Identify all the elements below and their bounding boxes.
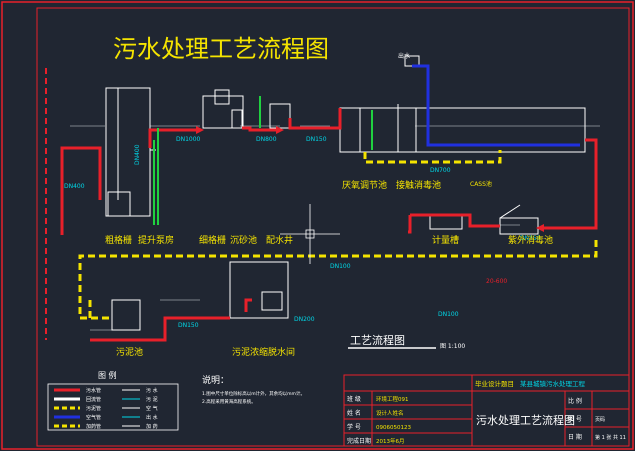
coarse-screen-structure [105,87,156,217]
subtitle: 工艺流程图 [350,333,405,347]
notes-line-2: 2.高程采用黄海高程系统。 [202,398,256,405]
legend-label: 污泥管 [86,405,101,412]
tb-right-value: 页码 [595,416,605,423]
air-pipeline [412,64,580,147]
green-connectors [153,96,373,225]
legend-label: 污水管 [86,387,101,394]
title-block: 毕业设计题目 某县城镇污水处理工程 污水处理工艺流程图 班 级 环境工程091 姓 … [343,374,630,447]
tb-left-key: 姓 名 [347,409,361,417]
unit-lift-pump: 提升泵房 [138,234,174,246]
legend-right-label: 污 水 [146,387,158,394]
unit-grit-chamber: 沉砂池 [230,234,257,246]
tb-right-key: 日 期 [568,433,582,441]
fine-screen-structure [202,89,291,129]
drawing-title: 污水处理工艺流程图 [113,35,329,63]
legend-label: 回流管 [86,396,101,403]
sludge-pipeline [78,150,598,320]
tb-left-value: 环境工程091 [376,395,409,403]
inner-frame [36,7,630,447]
legend-right-label: 空 气 [146,405,158,412]
tb-left-key: 学 号 [347,423,361,431]
pipe-label-dn400: DN400 [134,144,141,165]
sludge-structures [111,261,289,331]
unit-meter: 计量槽 [432,234,459,246]
legend-right-label: 出 水 [146,414,158,421]
unit-labels: 粗格栅 提升泵房 细格栅 沉砂池 配水井 厌氧调节池 接触消毒池 计量槽 紫外消… [105,179,553,358]
unit-contact: 接触消毒池 [396,179,441,191]
unit-sludge-thickener: 污泥池 [116,346,143,358]
pipe-label-out: 出水 [398,52,410,60]
annotation-20-600: 20-600 [486,278,507,285]
notes: 说明： 1.图中尺寸单位除标高以m计外，其余均以mm计。 2.高程采用黄海高程系… [202,374,305,405]
unit-uv: 紫外消毒池 [508,234,553,246]
pipe-label-dn100-a: DN100 [330,263,351,270]
project-name: 某县城镇污水处理工程 [520,379,586,388]
unit-coarse-screen: 粗格栅 [105,234,132,246]
pipe-label-dn200: DN200 [294,316,315,323]
pipe-label-dn150-c: DN150 [178,322,199,329]
tb-right-key: 图 号 [568,416,582,423]
legend-right-label: 加 药 [146,423,158,430]
unit-distribution: 配水井 [266,234,293,246]
legend-title: 图 例 [98,370,117,380]
legend-right-label: 污 泥 [146,396,158,403]
pipe-labels: DN400 DN1000 DN800 DN150 DN700 CASS池 DN1… [64,52,541,329]
scale-note: 图 1:100 [440,343,465,350]
pipe-label-dn150: DN150 [306,136,327,143]
cad-crosshair [280,204,340,264]
pipe-label-dn150-d: DN150 [520,235,541,242]
pipe-label-dn800: DN800 [256,136,277,143]
pipe-label-dn400-left: DN400 [64,183,85,190]
tb-right-key: 比 例 [568,397,582,405]
notes-line-1: 1.图中尺寸单位除标高以m计外，其余均以mm计。 [202,390,305,397]
notes-heading: 说明： [202,374,229,386]
sewage-arrows [196,126,544,232]
pipe-label-cass: CASS池 [470,180,492,188]
legend-label: 空气管 [86,414,101,421]
tb-left-key: 完成日期 [347,437,371,445]
project-label: 毕业设计题目 [475,379,514,388]
cass-tank-structure [339,55,586,153]
tb-left-value: 2013年6月 [376,437,405,445]
unit-sludge-dewater: 污泥浓缩脱水间 [232,346,295,358]
pipe-label-dn100-b: DN100 [438,311,459,318]
legend-label: 加药管 [86,423,101,430]
unit-fine-screen: 细格栅 [199,234,226,246]
sewage-pipeline [60,108,598,342]
uv-structure [429,204,539,235]
pipe-label-dn1000: DN1000 [176,136,201,143]
legend-box [47,383,179,431]
tb-right-value: 第 1 张 共 11 [595,434,626,441]
pipe-label-dn700: DN700 [430,167,451,174]
unit-hydrolysis: 厌氧调节池 [342,179,387,191]
drawing-name: 污水处理工艺流程图 [476,413,575,427]
tb-left-value: 设计人姓名 [376,409,404,417]
tb-left-value: 0906050123 [376,425,411,431]
tb-left-key: 班 级 [347,395,361,403]
